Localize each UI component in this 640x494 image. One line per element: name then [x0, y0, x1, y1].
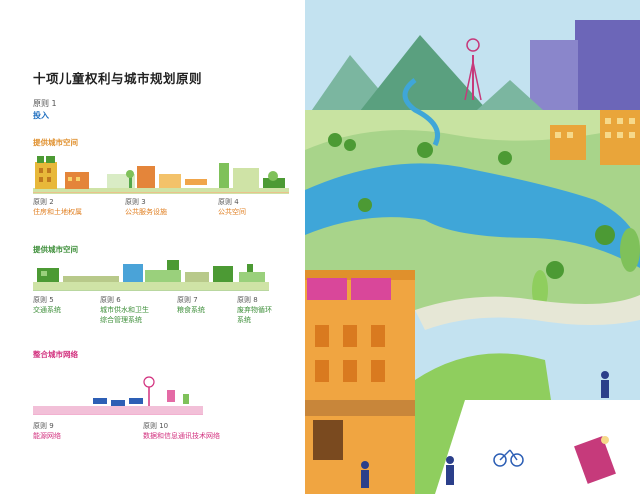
city-scene [305, 0, 640, 494]
principle-1-label: 原则 1 [33, 99, 57, 108]
principle-8-label: 原则 8 [237, 296, 258, 304]
principle-3-name: 公共服务设施 [125, 208, 167, 216]
principle-2-label: 原则 2 [33, 198, 54, 206]
urban-systems-illustration [33, 260, 269, 290]
section-1-divider [33, 192, 289, 193]
principle-7-name: 粮食系统 [177, 306, 205, 314]
principle-6-label: 原则 6 [100, 296, 121, 304]
principle-3-label: 原则 3 [125, 198, 146, 206]
principle-4-name: 公共空间 [218, 208, 246, 216]
principle-6-name-line2: 综合管理系统 [100, 316, 142, 324]
section-title-urban-space: 提供城市空间 [33, 138, 78, 147]
principle-2-name: 住房和土地权属 [33, 208, 82, 216]
principle-10-name: 数据和信息通讯技术网络 [143, 432, 220, 440]
principle-9-name: 能源网络 [33, 432, 61, 440]
principle-4-label: 原则 4 [218, 198, 239, 206]
page-title: 十项儿童权利与城市规划原则 [33, 71, 203, 86]
principle-5-name: 交通系统 [33, 306, 61, 314]
city-illustration [305, 0, 640, 494]
section-3-divider [33, 414, 203, 415]
principle-7-label: 原则 7 [177, 296, 198, 304]
urban-networks-illustration [33, 376, 203, 414]
principle-5-label: 原则 5 [33, 296, 54, 304]
section-title-urban-networks: 整合城市网络 [33, 350, 78, 359]
left-panel: 十项儿童权利与城市规划原则 原则 1 投入 提供城市空间 原则 2 住房和土地权… [0, 0, 305, 494]
principle-10-label: 原则 10 [143, 422, 169, 430]
principle-1-name: 投入 [33, 111, 49, 120]
principle-9-label: 原则 9 [33, 422, 54, 430]
section-2-divider [33, 290, 269, 291]
section-title-urban-systems: 提供城市空间 [33, 245, 78, 254]
principle-8-name: 废弃物循环 [237, 306, 272, 314]
principle-6-name: 城市供水和卫生 [100, 306, 149, 314]
urban-space-illustration [33, 156, 289, 194]
principle-8-name-line2: 系统 [237, 316, 251, 324]
